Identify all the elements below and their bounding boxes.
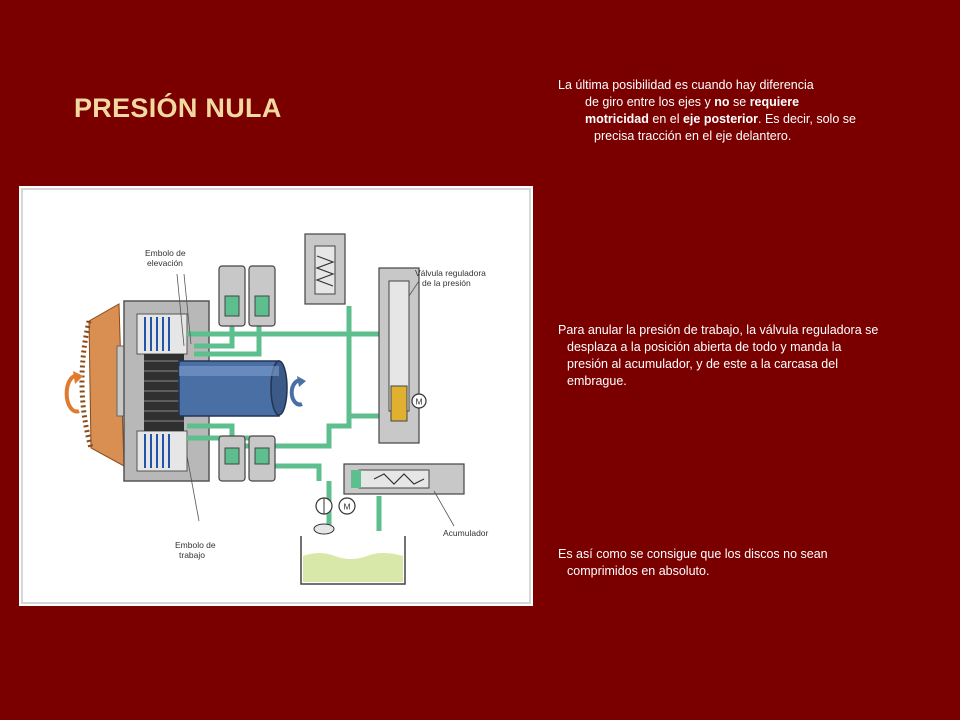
diagram-svg: M M	[21, 188, 531, 604]
solenoid-valve	[304, 233, 346, 305]
page-title: PRESIÓN NULA	[74, 93, 282, 123]
rotation-arrow-left-icon	[64, 371, 83, 414]
clutch-housing	[123, 300, 210, 482]
hydraulic-diagram: M M	[19, 186, 533, 606]
leader-lines	[176, 273, 455, 527]
bold-text: no	[714, 95, 730, 109]
valvula-reguladora-label: Válvula reguladora	[415, 268, 486, 278]
text-line: comprimidos en absoluto.	[567, 564, 710, 578]
filter	[313, 523, 335, 535]
text-line: desplaza a la posición abierta de todo y…	[567, 340, 842, 354]
paragraph-intro: La última posibilidad es cuando hay dife…	[558, 77, 903, 145]
rotation-arrow-right-icon	[289, 376, 306, 407]
paragraph-valve: Para anular la presión de trabajo, la vá…	[558, 322, 903, 390]
bold-text: requiere	[749, 95, 800, 109]
pump	[315, 497, 333, 515]
output-shaft	[178, 360, 288, 417]
text-line: motricidad en el eje posterior. Es decir…	[558, 111, 903, 128]
paragraph-conclusion: Es así como se consigue que los discos n…	[558, 546, 903, 580]
motor-icon	[411, 393, 427, 409]
bold-text: motricidad	[585, 112, 649, 126]
text-line: de giro entre los ejes y no se requiere	[558, 94, 903, 111]
text-line: La última posibilidad es cuando hay dife…	[558, 78, 814, 92]
text-fragment: . Es decir, solo se	[758, 112, 856, 126]
text-line: precisa tracción en el eje delantero.	[594, 129, 792, 143]
pilot-valve-1	[218, 265, 246, 327]
valvula-reguladora-label: de la presión	[422, 278, 471, 288]
accumulator	[343, 463, 465, 495]
text-fragment: en el	[648, 112, 683, 126]
acumulador-label: Acumulador	[443, 528, 489, 538]
pressure-regulator-valve: M	[378, 267, 427, 444]
text-line: presión al acumulador, y de este a la ca…	[567, 357, 838, 371]
embolo-trabajo-label: trabajo	[179, 550, 205, 560]
pilot-valve-4	[248, 435, 276, 482]
embolo-elevacion-label: elevación	[147, 258, 183, 268]
motor-label: M	[344, 502, 351, 512]
bold-text: eje posterior	[682, 112, 758, 126]
embolo-trabajo-label: Embolo de	[175, 540, 216, 550]
text-fragment: de giro entre los ejes y	[585, 95, 715, 109]
text-line: Para anular la presión de trabajo, la vá…	[558, 323, 879, 337]
text-line: Es así como se consigue que los discos n…	[558, 547, 828, 561]
pump-motor-icon: M	[338, 497, 356, 515]
pilot-valve-2	[248, 265, 276, 327]
motor-label: M	[416, 397, 423, 407]
text-line: embrague.	[567, 374, 627, 388]
oil-reservoir	[300, 536, 406, 585]
text-fragment: se	[729, 95, 750, 109]
pilot-valve-3	[218, 435, 246, 482]
embolo-elevacion-label: Embolo de	[145, 248, 186, 258]
